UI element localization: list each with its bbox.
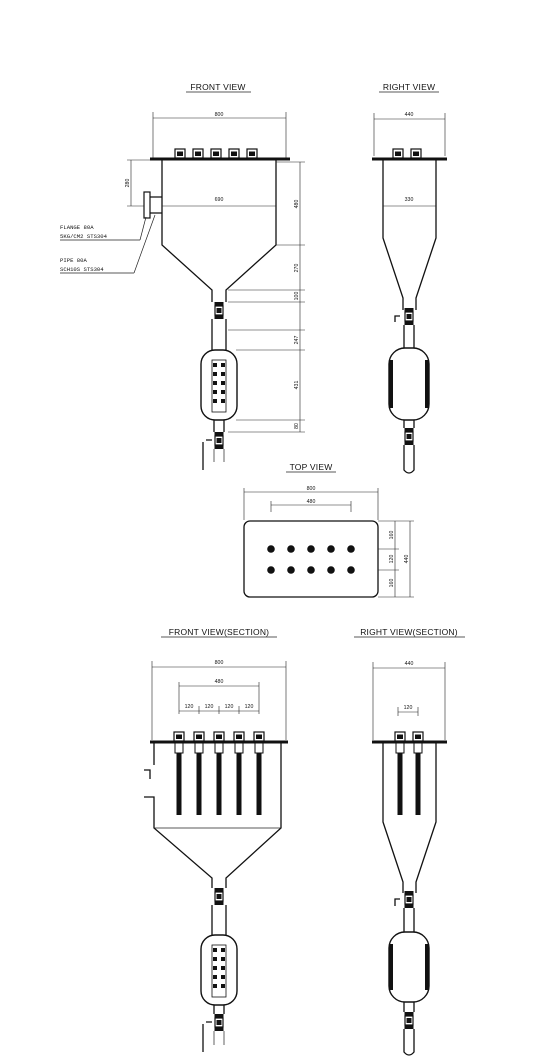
front-inner-width-dim: 690 — [215, 197, 224, 203]
rs-width-dim: 440 — [405, 661, 414, 667]
front-h5-dim: 431 — [294, 381, 300, 390]
right-sight-glass — [388, 347, 430, 421]
rs-pitch-dim: 120 — [404, 705, 413, 711]
front-section-view: FRONT VIEW(SECTION) 800 480 120 120 120 … — [144, 627, 288, 1052]
top-depth-dim: 440 — [404, 555, 410, 564]
right-section-view: RIGHT VIEW(SECTION) 440 120 — [354, 627, 465, 1056]
fs-span-dim: 480 — [215, 679, 224, 685]
fs-width-dim: 800 — [215, 660, 224, 666]
flange-note: FLANGE 80A 5KG/CM2 STS304 — [60, 216, 147, 241]
fs-filter-elements — [173, 731, 265, 815]
pipe-note: PIPE 80A SCH10S STS304 — [60, 214, 156, 274]
front-valve-lower — [213, 431, 225, 450]
front-hopper-body — [161, 160, 277, 302]
front-width-dim: 800 — [215, 112, 224, 118]
right-width-dim: 440 — [405, 112, 414, 118]
right-inner-width-dim: 330 — [405, 197, 414, 203]
top-plate — [243, 520, 379, 598]
rs-hopper-body — [382, 743, 437, 893]
front-h2-dim: 270 — [294, 264, 300, 273]
front-view-title: FRONT VIEW — [190, 82, 245, 92]
front-h6-dim: 80 — [294, 423, 300, 429]
side-flange — [143, 191, 151, 219]
right-section-title: RIGHT VIEW(SECTION) — [360, 627, 458, 637]
top-side-mid-dim: 120 — [389, 555, 395, 564]
top-view: TOP VIEW 800 480 120 160 120 160 440 — [243, 462, 414, 598]
fs-pitch-3: 120 — [225, 704, 234, 710]
fs-pitch-1: 120 — [185, 704, 194, 710]
front-h1-dim: 480 — [294, 200, 300, 209]
front-section-title: FRONT VIEW(SECTION) — [169, 627, 269, 637]
pipe-note-line2: SCH10S STS304 — [60, 266, 104, 273]
fs-pitch-2: 120 — [205, 704, 214, 710]
front-view: FRONT VIEW 800 690 280 — [125, 82, 305, 470]
pipe-note-line1: PIPE 80A — [60, 257, 87, 264]
right-view: RIGHT VIEW 440 330 — [372, 82, 447, 474]
top-side-top-dim: 160 — [389, 531, 395, 540]
front-nozzles — [174, 148, 258, 159]
top-view-title: TOP VIEW — [290, 462, 333, 472]
top-span-dim: 480 — [307, 499, 316, 505]
top-side-bottom-dim: 160 — [389, 579, 395, 588]
fs-pitch-4: 120 — [245, 704, 254, 710]
flange-note-line1: FLANGE 80A — [60, 224, 94, 231]
front-h3-dim: 100 — [294, 292, 300, 301]
fs-hopper-body — [144, 743, 282, 888]
right-view-title: RIGHT VIEW — [383, 82, 435, 92]
flange-height-dim: 280 — [125, 179, 131, 188]
front-valve-upper — [213, 301, 225, 320]
flange-note-line2: 5KG/CM2 STS304 — [60, 233, 108, 240]
front-h4-dim: 247 — [294, 336, 300, 345]
top-width-dim: 800 — [307, 486, 316, 492]
right-hopper-body — [382, 160, 437, 310]
